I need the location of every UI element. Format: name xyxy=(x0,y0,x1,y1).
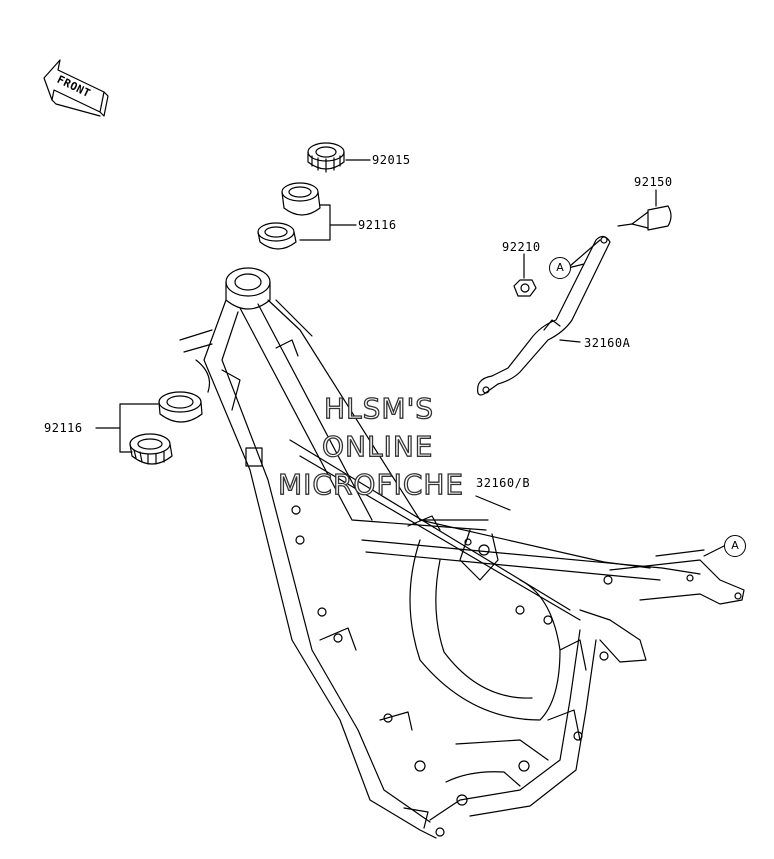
upper-bearing-icon xyxy=(257,182,321,250)
small-nut-icon xyxy=(513,279,537,297)
steering-nut-icon xyxy=(307,142,345,173)
lower-bearing-icon xyxy=(129,391,203,465)
part-label-frame: 32160/B xyxy=(476,476,531,490)
part-label-nut-small: 92210 xyxy=(502,240,541,254)
part-label-bracket-a: 32160A xyxy=(584,336,631,350)
bolt-icon xyxy=(617,205,672,231)
watermark-line-2: ONLINE xyxy=(321,429,434,463)
front-arrow-icon xyxy=(43,59,109,117)
part-label-bearing-upper: 92116 xyxy=(358,218,397,232)
watermark-line-3: MICROFICHE xyxy=(277,467,465,501)
part-label-bearing-lower: 92116 xyxy=(44,421,83,435)
bracket-a-icon xyxy=(477,235,611,396)
callout-a-upper: A xyxy=(549,257,571,279)
frame-icon xyxy=(179,267,745,839)
part-label-bolt: 92150 xyxy=(634,175,673,189)
part-label-nut-top: 92015 xyxy=(372,153,411,167)
watermark-line-1: HLSM'S xyxy=(323,391,435,425)
callout-a-lower: A xyxy=(724,535,746,557)
